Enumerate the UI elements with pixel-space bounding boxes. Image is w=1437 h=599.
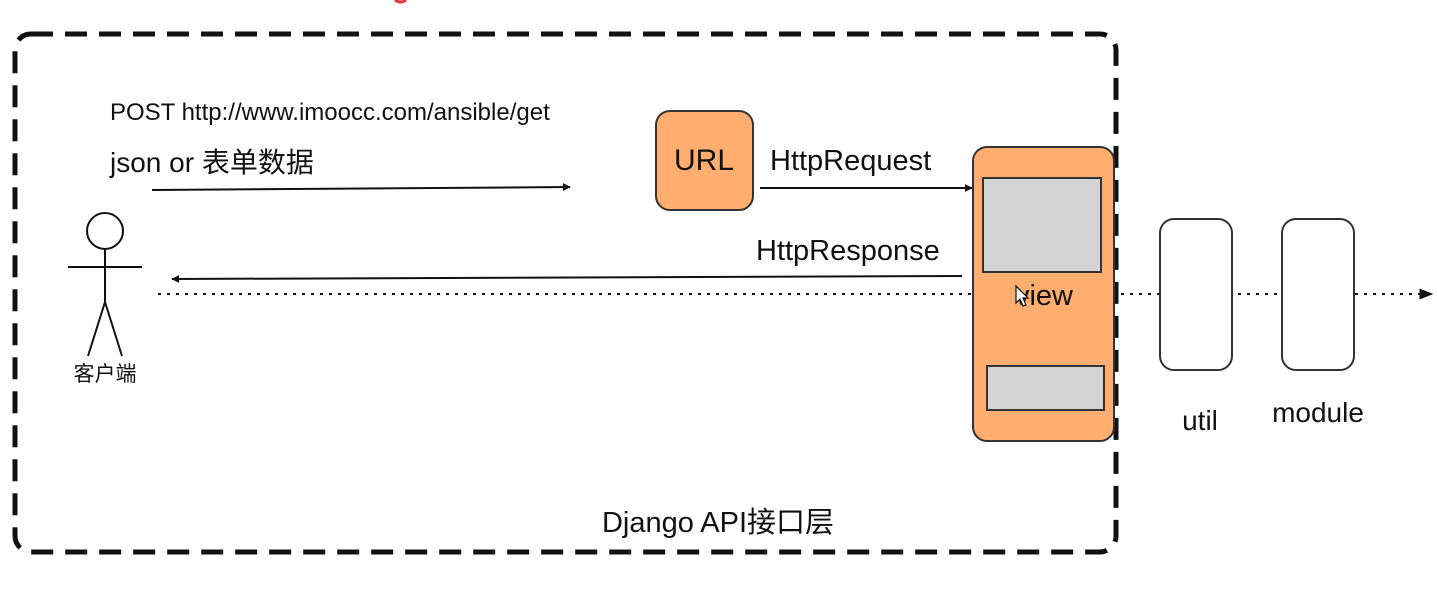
django-api-boundary [12, 31, 1119, 555]
module-node-label: module [1272, 397, 1364, 428]
client-to-url-arrow [151, 183, 571, 192]
http-response-label: HttpResponse [756, 235, 940, 267]
view-inner-panel-bottom [986, 365, 1105, 411]
client-label: 客户端 [74, 363, 137, 386]
view-inner-panel-top [982, 177, 1102, 273]
util-node-label: util [1182, 405, 1218, 436]
http-request-label: HttpRequest [770, 145, 931, 177]
request-payload-text: json or 表单数据 [109, 147, 314, 178]
red-annotation-fragment [394, 0, 407, 4]
util-node [1159, 218, 1233, 371]
url-node [655, 110, 754, 211]
module-node [1281, 218, 1355, 371]
client-actor-icon [68, 212, 142, 357]
mouse-cursor-icon [1015, 284, 1030, 307]
boundary-label: Django API接口层 [602, 506, 834, 539]
view-to-client-arrow [171, 274, 963, 283]
request-url-text: POST http://www.imoocc.com/ansible/get [110, 99, 550, 126]
url-node-label: URL [674, 144, 734, 177]
